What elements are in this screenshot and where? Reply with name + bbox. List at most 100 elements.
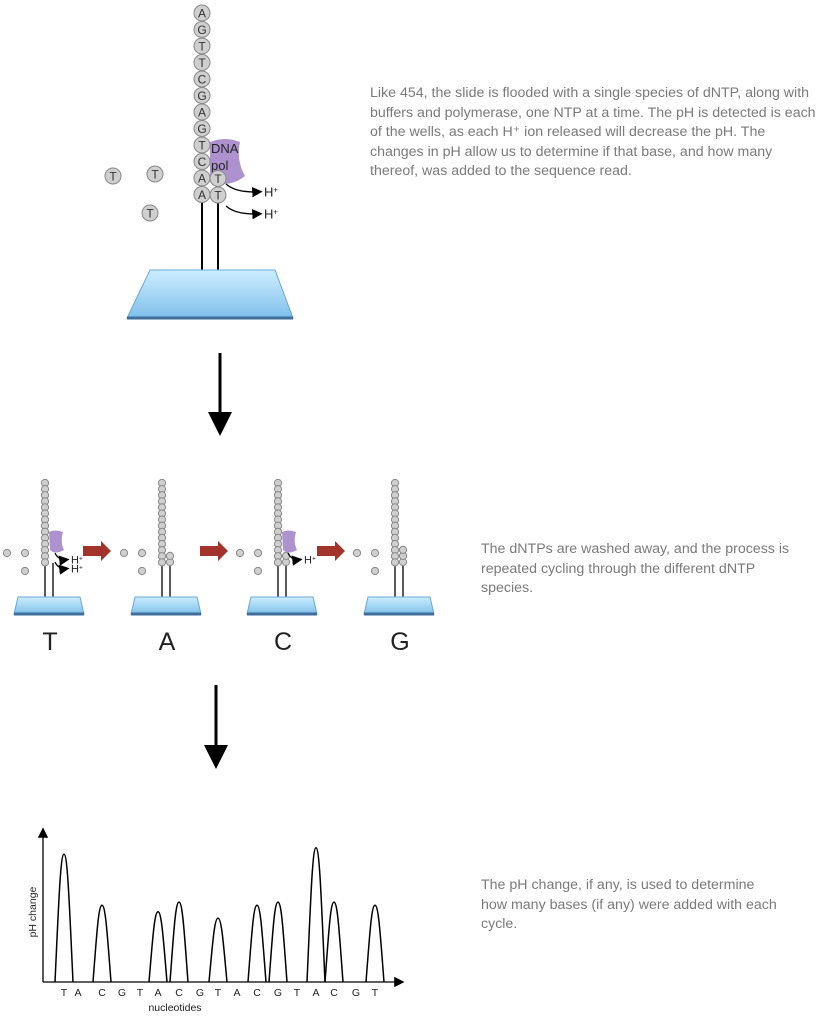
base-letter: T [151, 168, 159, 182]
polymerase-label: DNA [211, 141, 239, 156]
ph-peak-C [247, 904, 267, 983]
proton-label: H+ [264, 184, 278, 199]
x-tick-label: G [118, 987, 126, 999]
template-nucleotide: C [193, 153, 211, 170]
ph-peak-A [148, 910, 168, 983]
base-letter: T [214, 172, 222, 186]
x-tick-label: C [253, 987, 261, 999]
x-tick-label: T [137, 987, 144, 999]
free-nucleotide: T [104, 167, 122, 185]
base-letter: T [198, 56, 206, 70]
template-nucleotide: A [193, 186, 211, 203]
nucleotide-bead [253, 566, 263, 576]
base-letter: G [197, 23, 206, 37]
nucleotide-bead [2, 548, 12, 558]
x-tick-label: C [330, 987, 338, 999]
free-nucleotide [253, 566, 263, 576]
proton-release-arrow [287, 552, 303, 566]
cycle-nucleotide-label: A [159, 628, 176, 656]
nucleotide-bead [398, 545, 408, 554]
x-tick-label: C [98, 987, 106, 999]
proton-label: H+ [71, 554, 83, 566]
nucleotide-bead [119, 548, 129, 558]
base-letter: G [197, 89, 206, 103]
nucleotide-bead [40, 558, 50, 567]
next-cycle-arrow [200, 541, 228, 561]
base-letter: C [198, 73, 207, 87]
template-nucleotide: G [193, 120, 211, 137]
nucleotide-bead [157, 558, 167, 567]
next-cycle-arrow [83, 541, 111, 561]
template-nucleotide [40, 558, 50, 567]
superscript-plus: + [273, 185, 278, 194]
x-tick-label: A [74, 987, 81, 999]
ph-peak-T [208, 917, 228, 983]
incorporated-nucleotide [398, 545, 408, 554]
ph-peak-C [324, 901, 344, 983]
ph-peak-T [54, 853, 74, 983]
superscript-plus: + [273, 207, 278, 216]
nucleotide-bead [370, 548, 380, 558]
free-nucleotide: T [141, 204, 159, 222]
free-nucleotide [370, 566, 380, 576]
x-tick-label: T [372, 987, 379, 999]
nucleotide-bead [20, 566, 30, 576]
step2-description: The dNTPs are washed away, and the proce… [481, 541, 790, 596]
x-tick-label: T [294, 987, 301, 999]
template-nucleotide: A [193, 103, 211, 121]
ph-peak-G [268, 901, 288, 983]
next-cycle-arrow [317, 541, 345, 561]
nucleotide-bead [235, 548, 245, 558]
free-nucleotide [370, 548, 380, 558]
free-nucleotide [20, 566, 30, 576]
base-letter: A [198, 7, 206, 21]
dna-polymerase [49, 530, 64, 553]
x-tick-label: A [154, 987, 161, 999]
nucleotide-bead [146, 165, 164, 183]
free-nucleotide [20, 548, 30, 558]
nucleotide-bead [141, 204, 159, 222]
dna-polymerase [282, 530, 297, 553]
x-tick-label: G [196, 987, 204, 999]
sequencing-slide [126, 269, 294, 319]
nucleotide-bead [137, 566, 147, 576]
free-nucleotide [2, 548, 12, 558]
template-nucleotide [157, 558, 167, 567]
superscript-plus: + [312, 555, 316, 562]
sequencing-slide [13, 596, 85, 615]
sequencing-slide [363, 596, 435, 615]
proton-label: H+ [71, 563, 83, 575]
base-letter: A [198, 106, 206, 120]
proton-release-arrow [225, 205, 263, 220]
ph-peak-A [306, 847, 326, 983]
template-nucleotide: G [193, 87, 211, 104]
nucleotide-bead [273, 558, 283, 567]
proton-release-arrow [225, 183, 263, 198]
base-letter: A [198, 172, 206, 186]
x-tick-label: T [215, 987, 222, 999]
step3-description: The pH change, if any, is used to determ… [481, 877, 777, 932]
free-nucleotide [137, 548, 147, 558]
template-nucleotide: T [193, 37, 211, 55]
sequencing-slide [130, 596, 202, 615]
template-nucleotide: T [193, 54, 211, 71]
template-nucleotide: G [193, 21, 211, 38]
cycle-nucleotide-label: T [42, 628, 57, 656]
ph-peak-C [92, 904, 112, 983]
nucleotide-bead [352, 548, 362, 558]
free-nucleotide [235, 548, 245, 558]
base-letter: T [109, 170, 117, 184]
nucleotide-bead [137, 548, 147, 558]
ph-peak-C [169, 901, 189, 983]
free-nucleotide [352, 548, 362, 558]
nucleotide-bead [104, 167, 122, 185]
free-nucleotide [137, 566, 147, 576]
polymerase-label: pol [211, 158, 228, 173]
x-tick-label: T [61, 987, 68, 999]
base-letter: C [198, 155, 207, 169]
free-nucleotide [119, 548, 129, 558]
nucleotide-bead [253, 548, 263, 558]
x-tick-label: G [274, 987, 282, 999]
